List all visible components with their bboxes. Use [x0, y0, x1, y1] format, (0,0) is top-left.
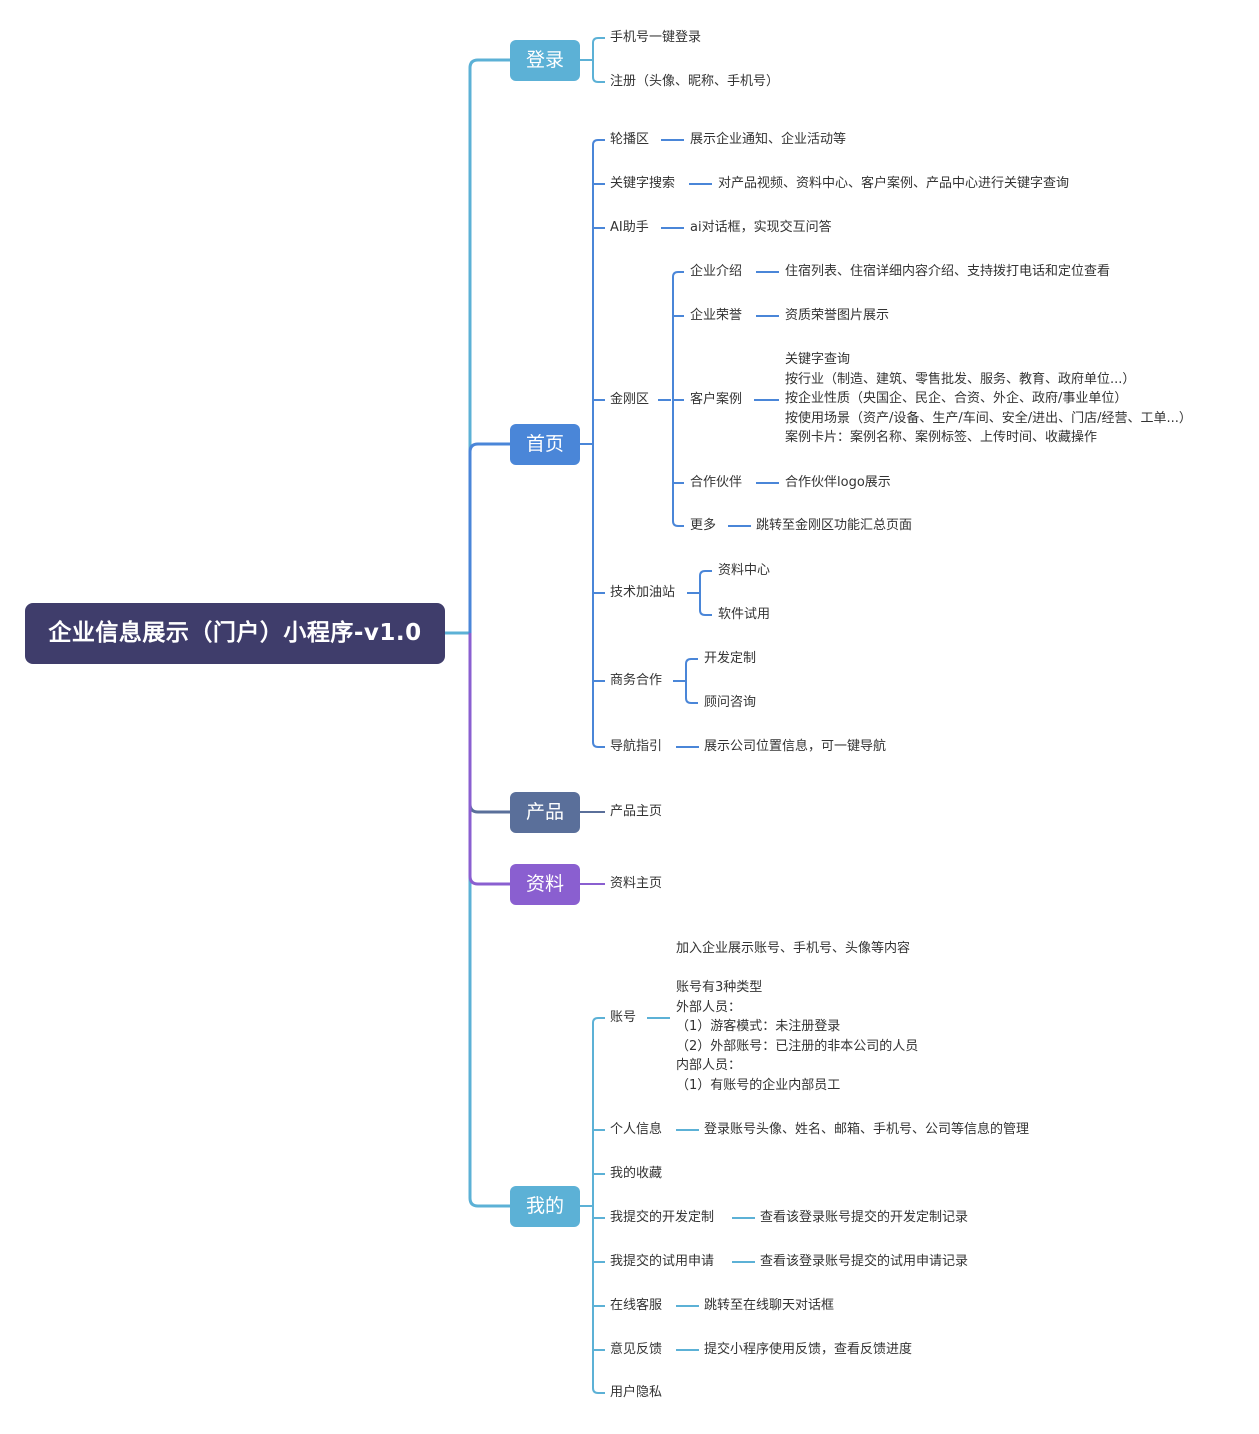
branch-mine[interactable]: 我的	[510, 1186, 580, 1227]
branch-resource[interactable]: 资料	[510, 864, 580, 905]
kingkong-intro[interactable]: 企业介绍	[690, 264, 743, 279]
branch-product[interactable]: 产品	[510, 792, 580, 833]
connector-mine	[468, 633, 510, 1208]
home-ai-desc[interactable]: ai对话框，实现交互问答	[690, 220, 832, 235]
kingkong-cases-desc[interactable]: 关键字查询 按行业（制造、建筑、零售批发、服务、教育、政府单位...） 按企业性…	[785, 352, 1192, 445]
connector-home	[468, 442, 510, 633]
mine-dev-desc[interactable]: 查看该登录账号提交的开发定制记录	[760, 1210, 969, 1225]
mine-account[interactable]: 账号	[610, 1010, 637, 1025]
home-search-desc[interactable]: 对产品视频、资料中心、客户案例、产品中心进行关键字查询	[718, 176, 1070, 191]
home-ai[interactable]: AI助手	[610, 220, 649, 235]
home-kingkong[interactable]: 金刚区	[610, 392, 650, 407]
branch-login[interactable]: 登录	[510, 40, 580, 81]
business-item-consult[interactable]: 顾问咨询	[704, 695, 757, 710]
kingkong-partner-desc[interactable]: 合作伙伴logo展示	[785, 475, 891, 490]
tech-item-docs[interactable]: 资料中心	[718, 563, 771, 578]
resource-item-home[interactable]: 资料主页	[610, 876, 663, 891]
kingkong-honor-desc[interactable]: 资质荣誉图片展示	[785, 308, 890, 323]
mine-privacy[interactable]: 用户隐私	[610, 1385, 663, 1400]
kingkong-partner[interactable]: 合作伙伴	[690, 475, 743, 490]
kingkong-more[interactable]: 更多	[690, 518, 717, 533]
home-nav[interactable]: 导航指引	[610, 739, 663, 754]
mine-profile[interactable]: 个人信息	[610, 1122, 663, 1137]
home-tech[interactable]: 技术加油站	[610, 585, 676, 600]
home-carousel[interactable]: 轮播区	[610, 132, 650, 147]
kingkong-honor[interactable]: 企业荣誉	[690, 308, 743, 323]
home-business[interactable]: 商务合作	[610, 673, 663, 688]
mine-service[interactable]: 在线客服	[610, 1298, 663, 1313]
login-item-register[interactable]: 注册（头像、昵称、手机号）	[610, 74, 780, 89]
mine-trial[interactable]: 我提交的试用申请	[610, 1254, 715, 1269]
kingkong-more-desc[interactable]: 跳转至金刚区功能汇总页面	[756, 518, 913, 533]
connector-login	[468, 58, 510, 633]
root-topic[interactable]: 企业信息展示（门户）小程序-v1.0	[25, 603, 445, 664]
connector-resource	[468, 633, 510, 886]
mine-favorites[interactable]: 我的收藏	[610, 1166, 663, 1181]
product-item-home[interactable]: 产品主页	[610, 804, 663, 819]
connector-product	[468, 633, 510, 814]
mine-service-desc[interactable]: 跳转至在线聊天对话框	[704, 1298, 835, 1313]
home-carousel-desc[interactable]: 展示企业通知、企业活动等	[690, 132, 847, 147]
mine-feedback-desc[interactable]: 提交小程序使用反馈，查看反馈进度	[704, 1342, 913, 1357]
kingkong-intro-desc[interactable]: 住宿列表、住宿详细内容介绍、支持拨打电话和定位查看	[785, 264, 1111, 279]
tech-item-trial[interactable]: 软件试用	[718, 607, 771, 622]
branch-home[interactable]: 首页	[510, 424, 580, 465]
business-item-dev[interactable]: 开发定制	[704, 651, 757, 666]
mine-feedback[interactable]: 意见反馈	[610, 1342, 663, 1357]
home-search[interactable]: 关键字搜索	[610, 176, 676, 191]
kingkong-cases[interactable]: 客户案例	[690, 392, 743, 407]
mine-trial-desc[interactable]: 查看该登录账号提交的试用申请记录	[760, 1254, 969, 1269]
home-nav-desc[interactable]: 展示公司位置信息，可一键导航	[704, 739, 887, 754]
mine-profile-desc[interactable]: 登录账号头像、姓名、邮箱、手机号、公司等信息的管理	[704, 1122, 1030, 1137]
mine-account-desc[interactable]: 加入企业展示账号、手机号、头像等内容 账号有3种类型 外部人员： （1）游客模式…	[676, 941, 919, 1093]
login-item-phone[interactable]: 手机号一键登录	[610, 30, 702, 45]
mine-dev[interactable]: 我提交的开发定制	[610, 1210, 715, 1225]
